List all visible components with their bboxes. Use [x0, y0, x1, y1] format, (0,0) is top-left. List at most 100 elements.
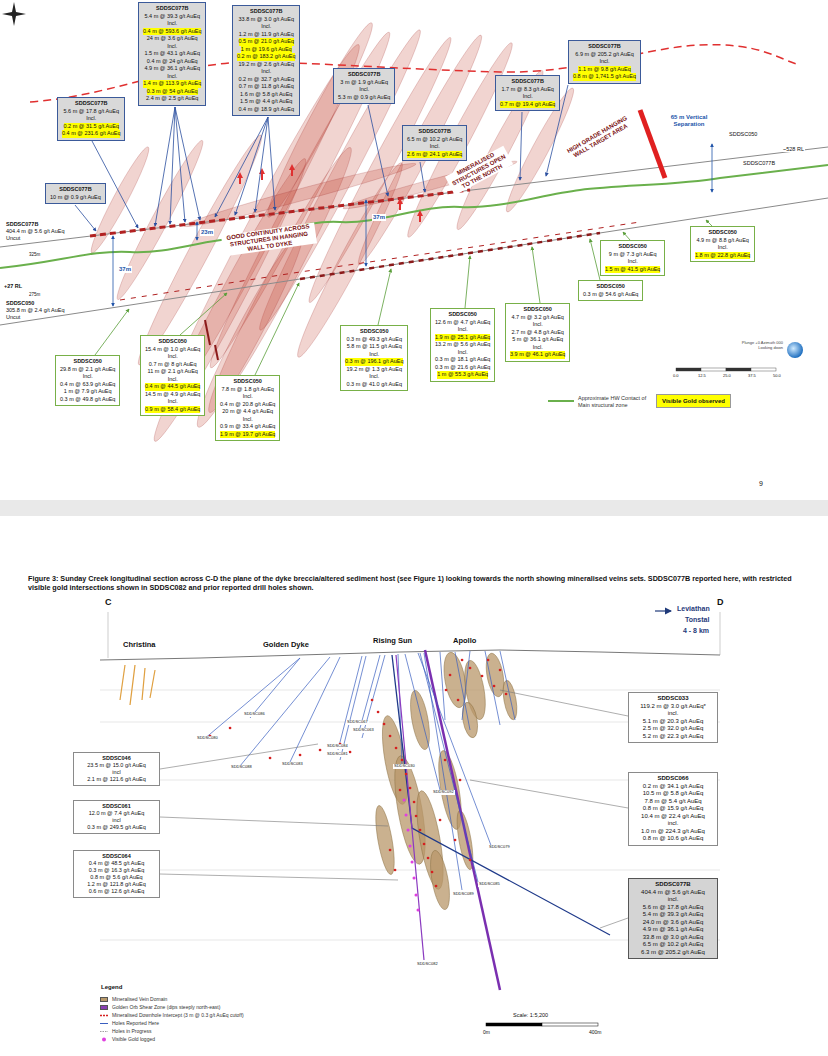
assay-interval: 5.6 m @ 17.8 g/t AuEq: [64, 108, 119, 116]
assay-interval: 1 m @ 7.9 g/t AuEq: [64, 388, 112, 396]
assay-interval: 6.5 m @ 10.2 g/t AuEq: [407, 136, 462, 144]
section-label: SDDSC084: [326, 744, 349, 749]
vein-bar: [215, 345, 218, 360]
assay-interval: Incl.: [359, 86, 369, 94]
section-label: 404.4 m @ 5.6 g/t AuEq: [5, 228, 65, 234]
section-label: SDDSC081: [326, 752, 349, 757]
leader-arrow: [465, 256, 470, 308]
callout-box: SDDSC077B5.4 m @ 39.3 g/t AuEqIncl.0.4 m…: [138, 2, 206, 106]
visible-gold-dot: [404, 800, 418, 910]
drill-hole: [392, 655, 610, 935]
callout-leader: [470, 780, 628, 808]
vein-lens: [188, 227, 312, 433]
separation-arrow: [113, 236, 114, 306]
assay-interval: incl.: [668, 710, 679, 718]
assay-interval: 1.4 m @ 113.9 g/t AuEq: [143, 80, 201, 88]
section-label: SDDSC050: [728, 131, 758, 137]
section-label: SDDSC080: [196, 736, 219, 741]
scale-bar: [676, 368, 776, 371]
legend-text: Mineralised Vein Domain: [112, 996, 167, 1003]
assay-interval: Incl.: [261, 23, 271, 31]
hole-id: SDDSC077B: [512, 78, 544, 86]
level-line: [100, 690, 720, 691]
assay-interval: Incl.: [458, 326, 468, 334]
drill-hole: [240, 657, 330, 766]
assay-interval: 11 m @ 2.1 g/t AuEq: [147, 368, 197, 376]
direction-arrow: [655, 610, 671, 611]
leader-arrow: [155, 107, 175, 226]
assay-interval: Incl.: [533, 344, 543, 352]
view-globe: [787, 342, 803, 358]
callout-box: SDDSC077B3 m @ 1.9 g/t AuEqIncl.5.3 m @ …: [333, 68, 395, 104]
assay-interval: 1.9 m @ 25.1 g/t AuEq: [435, 334, 490, 342]
assay-interval: 0.3 m @ 54.6 g/t AuEq: [583, 291, 638, 299]
callout-box: SDDSC033119.2 m @ 3.0 g/t AuEq*incl.5.1 …: [628, 692, 718, 743]
legend-text: Mineralised Downhole Intercept (3 m @ 0.…: [112, 1012, 244, 1019]
assay-interval: 4.9 m @ 8.8 g/t AuEq: [697, 237, 749, 245]
assay-interval: 1.7 m @ 8.3 g/t AuEq: [502, 86, 554, 94]
section-label: SDDSC077B: [742, 160, 776, 166]
christina-vein: [150, 670, 155, 698]
callout-box: SDDSC0660.2 m @ 34.1 g/t AuEq10.5 m @ 5.…: [628, 772, 718, 846]
assay-interval: 6.5 m @ 10.2 g/t AuEq: [643, 941, 703, 949]
hole-id: SDDSC046: [102, 755, 130, 762]
assay-interval: 0.4 m @ 63.9 g/t AuEq: [60, 381, 115, 389]
assay-interval: 0.7 m @ 19.4 g/t AuEq: [500, 101, 555, 109]
assay-interval: incl: [112, 769, 120, 776]
assay-interval: 23.5 m @ 15.0 g/t AuEq: [87, 762, 145, 769]
north-star: [2, 2, 26, 26]
legend-sample: [102, 1038, 106, 1042]
assay-interval: 13.2 m @ 5.6 g/t AuEq: [435, 341, 490, 349]
section-label: 12.5: [697, 374, 707, 379]
section-label: 37m: [118, 266, 132, 273]
assay-interval: 19.2 m @ 1.3 g/t AuEq: [347, 366, 402, 374]
assay-interval: Incl.: [533, 321, 543, 329]
section-label: Uncut: [5, 314, 21, 320]
section-label: 9: [758, 480, 764, 488]
assay-interval: 0.8 m @ 5.6 g/t AuEq: [90, 874, 142, 881]
christina-vein: [120, 665, 155, 705]
leader-arrow: [75, 205, 96, 231]
assay-interval: 0.8 m @ 1,741.5 g/t AuEq: [573, 73, 636, 81]
drill-hole: [360, 655, 380, 728]
assay-interval: 0.4 m @ 48.5 g/t AuEq: [89, 860, 144, 867]
assay-interval: 2.5 m @ 32.0 g/t AuEq: [643, 725, 703, 733]
vein-domain: [427, 849, 453, 911]
hole-id: SDDSC050: [523, 306, 551, 314]
downhole-intercept: [300, 233, 600, 279]
separation-arrow: [712, 144, 713, 192]
assay-interval: 2.6 m @ 24.1 g/t AuEq: [407, 151, 462, 159]
vein-lens: [111, 137, 210, 303]
section-label: HIGH GRADE HANGING WALL TARGET AREA: [562, 112, 636, 163]
assay-interval: 0.3 m @ 249.5 g/t AuEq: [87, 824, 145, 831]
assay-interval: 0.4 m @ 44.5 g/t AuEq: [145, 383, 200, 391]
leader-arrow: [95, 309, 129, 355]
assay-interval: 0.3 m @ 49.3 g/t AuEq: [347, 336, 402, 344]
legend-line-sample: [548, 401, 574, 402]
assay-interval: 2.4 m @ 2.5 g/t AuEq: [146, 95, 198, 103]
assay-interval: 1 m @ 19.6 g/t AuEq: [241, 46, 292, 54]
legend-sample: [100, 1015, 108, 1017]
leader-arrow: [175, 107, 200, 220]
section-label: Apollo: [452, 637, 477, 646]
assay-interval: 1.5 m @ 41.5 g/t AuEq: [605, 266, 660, 274]
section-label: Uncut: [5, 235, 21, 241]
drill-hole: [500, 651, 515, 720]
assay-interval: 5.1 m @ 20.3 g/t AuEq: [643, 718, 703, 726]
assay-interval: 6.9 m @ 205.2 g/t AuEq: [575, 51, 633, 59]
assay-interval: 2.1 m @ 121.6 g/t AuEq: [87, 776, 145, 783]
callout-box: SDDSC05015.4 m @ 1.0 g/t AuEqIncl.0.7 m …: [140, 335, 205, 416]
legend-line-sample: [548, 400, 574, 402]
assay-interval: 1.9 m @ 19.7 g/t AuEq: [220, 431, 275, 439]
section-label: SDDSC050: [5, 300, 35, 306]
section-label: SDDSC088: [230, 765, 253, 770]
assay-interval: 0.8 m @ 10.6 g/t AuEq: [643, 835, 703, 843]
ground-surface: [100, 612, 720, 660]
section-label: 4 - 8 km: [682, 627, 710, 635]
hole-id: SDDSC077B: [156, 5, 188, 13]
assay-interval: 7.8 m @ 5.4 g/t AuEq: [644, 798, 701, 806]
assay-interval: 10 m @ 0.9 g/t AuEq: [50, 194, 101, 202]
legend-text: Holes Reported Here: [112, 1020, 159, 1027]
section-label: D: [716, 597, 725, 607]
drill-trace: [0, 147, 828, 325]
